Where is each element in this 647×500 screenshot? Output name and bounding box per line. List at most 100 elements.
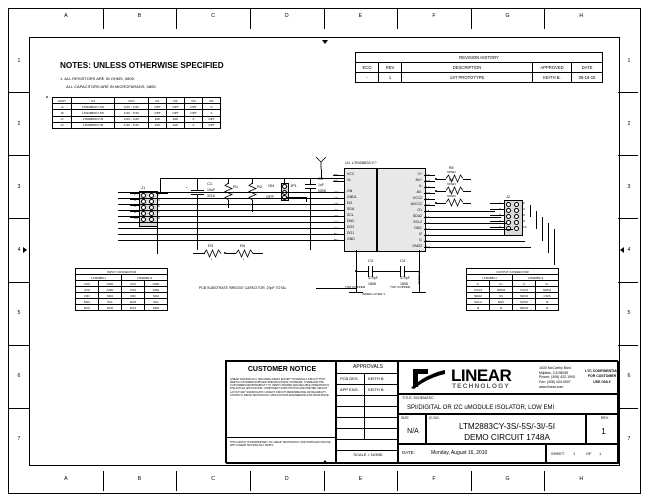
wire-r7-left: [436, 202, 446, 204]
bus-wire-left-5: [118, 222, 333, 223]
connector-pad: [514, 208, 520, 214]
wire-c3-left: [356, 271, 368, 272]
wire-jp1-out: [287, 197, 306, 198]
assy-table-r3-c1: LTM2883CY-5I: [71, 121, 115, 129]
ic-u1-refdes: U1: [345, 160, 351, 165]
zone-tick: [9, 281, 29, 283]
out-conn-r4-c2: SDO2: [512, 304, 536, 311]
r2-refdes: R2: [257, 184, 263, 189]
connector-pad: [141, 211, 147, 217]
j2-stub-3: [490, 221, 504, 222]
connector-pad: [506, 220, 512, 226]
wire-r5-left: [436, 178, 446, 180]
wire-vcc-rail: [160, 178, 350, 179]
assy-table-r3-c5: 0: [184, 121, 203, 129]
company-address-line-0: 1630 McCarthy Blvd.: [539, 366, 572, 370]
approvals-row-1-name: KEITH B.: [368, 387, 385, 392]
ic-pin-name: AV-: [416, 190, 422, 194]
title-label: TITLE: SCHEMATIC: [402, 396, 434, 400]
zone-tick: [102, 471, 104, 491]
zone-col-B: B: [137, 476, 142, 482]
ic-pin-name: AVCC2: [410, 202, 422, 206]
pin-number: 4: [523, 207, 525, 212]
wire-r6-right: [463, 190, 471, 192]
wire-antenna-down: [320, 169, 322, 178]
size-label: SIZE: [401, 416, 409, 420]
out-conn-r4-c0: I2: [466, 304, 490, 311]
zone-row-5: 5: [627, 310, 631, 317]
wire-jp1-out-v: [306, 197, 307, 202]
bus-wire-right-1: [435, 217, 501, 218]
junction-r6: [435, 189, 438, 192]
j2-stub-0: [490, 203, 504, 204]
ic-pin-wire: [424, 235, 435, 236]
zone-col-C: C: [211, 476, 215, 482]
ic-pin-wire: [424, 187, 435, 188]
r7-value: OPEN: [447, 194, 456, 198]
ic-pin-number: A7: [334, 190, 338, 194]
r5-value: OPEN: [447, 170, 456, 174]
c3-plate-l: [368, 266, 369, 277]
ic-pin-number: B1: [334, 232, 338, 236]
wire-c2-bottom: [310, 188, 311, 250]
ic-pin-name: SCL2: [413, 220, 422, 224]
sheet-outer-border: [8, 8, 641, 494]
pin-number: 4: [134, 198, 136, 203]
center-mark-right: [620, 247, 624, 253]
ic-pin-wire: [424, 223, 435, 224]
customer-notice-footer-wrap: THIS CIRCUIT IS PROPRIETARY TO LINEAR TE…: [230, 441, 334, 447]
zone-col-H: H: [579, 476, 584, 482]
bus-drop-left-4: [157, 220, 158, 254]
wire-c2-top: [310, 178, 311, 184]
connector-pad: [514, 202, 520, 208]
connector-pad: [506, 208, 512, 214]
jp1-pad-3: [282, 195, 288, 201]
pin-number: 2: [523, 201, 525, 206]
ic-pin-number: B6: [334, 173, 338, 177]
approvals-title: APPROVALS: [353, 364, 383, 370]
pin-number: 10: [134, 216, 138, 221]
zone-tick: [9, 344, 29, 346]
ic-pin-wire: [424, 241, 435, 242]
connector-pad: [506, 214, 512, 220]
notes-heading: NOTES: UNLESS OTHERWISE SPECIFIED: [60, 61, 224, 70]
zone-tick: [470, 471, 472, 491]
r6-zigzag-icon: [446, 185, 464, 196]
pin-number: 6: [134, 204, 136, 209]
r3-zigzag-icon: [204, 248, 222, 259]
ic-pin-wire: [333, 240, 344, 241]
wire-bridge-gnd-bar: [349, 292, 363, 294]
wire-c3-right: [373, 271, 387, 272]
ic-pin-wire: [333, 192, 344, 193]
wire-r7-right: [463, 202, 471, 204]
zone-row-5: 5: [17, 310, 21, 317]
sheet-label: SHEET: [551, 451, 565, 456]
c1-refdes: C1: [207, 181, 213, 186]
connector-pad: [149, 193, 155, 199]
rev-table-header-3: APPROVED: [532, 62, 572, 73]
antenna-symbol-icon: [315, 157, 327, 169]
copper-label-1: INNER LAYER 1: [362, 292, 385, 296]
pin-number: 3: [158, 198, 160, 203]
bus-wire-right-4: [435, 235, 519, 236]
ic-pin-wire: [424, 181, 435, 182]
ic-pin-number: L7: [426, 185, 429, 189]
pin-number: 6: [523, 213, 525, 218]
junction-r5: [435, 177, 438, 180]
out-conn-r4-c3: I1: [535, 304, 559, 311]
ic-pin-number: L3: [426, 221, 429, 225]
approvals-panel: APPROVALS PCB DES. KEITH B. APP ENG. KEI…: [336, 361, 399, 464]
ic-pin-wire: [333, 210, 344, 211]
pin-number: 1: [158, 192, 160, 197]
date-value: Monday, August 16, 2010: [431, 450, 488, 456]
zone-tick: [618, 281, 638, 283]
assy-table-r3-c6: OPT: [202, 121, 221, 129]
in-conn-r4-c3: SDO: [144, 304, 168, 311]
r7-zigzag-icon: [446, 197, 464, 208]
connector-j2-refdes: J2: [506, 194, 511, 199]
zone-row-3: 3: [17, 183, 21, 190]
wire-j1-left-1: [130, 193, 139, 194]
c4-refdes: C4: [400, 258, 406, 263]
zone-col-G: G: [505, 476, 510, 482]
